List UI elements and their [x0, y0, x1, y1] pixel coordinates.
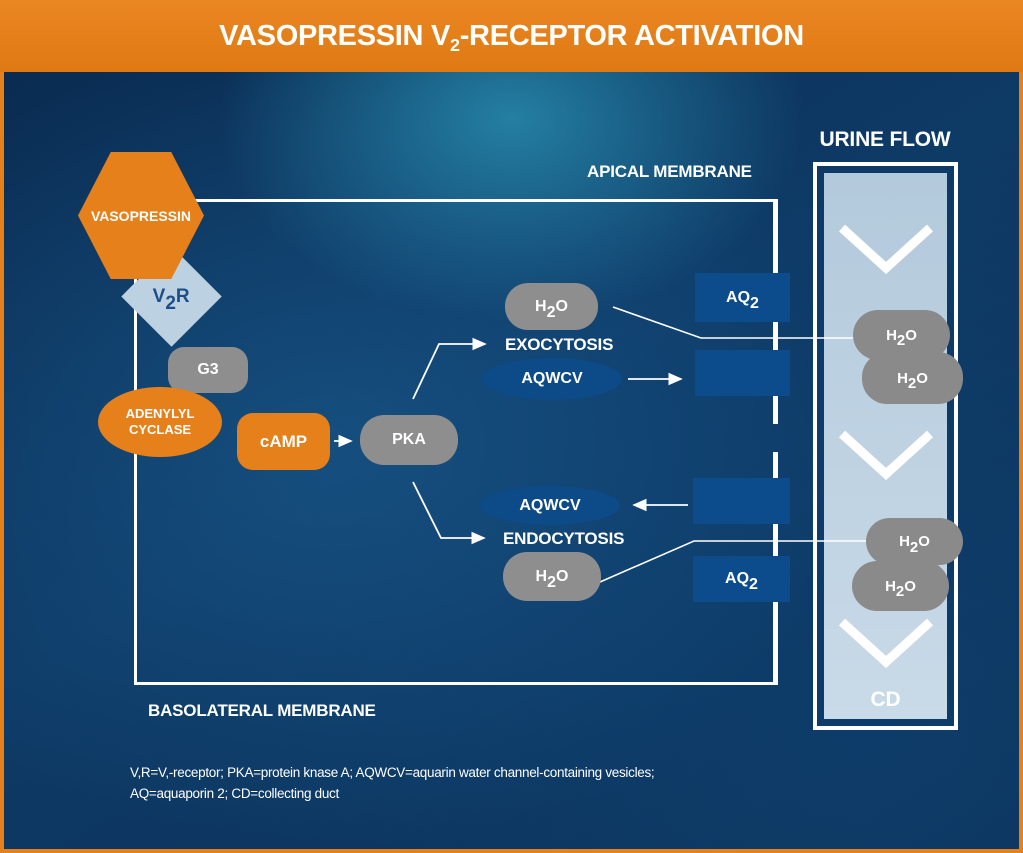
apical-membrane-segment: [773, 602, 778, 685]
aqwcv-endocytosis-ellipse: AQWCV: [480, 486, 620, 525]
pka-pill: PKA: [360, 415, 458, 465]
pka-label: PKA: [392, 431, 426, 448]
adenylyl-label-line2: CYCLASE: [128, 422, 192, 437]
down-chevron-icon: [838, 618, 934, 668]
aq2-label: AQ2: [725, 570, 758, 594]
h2o-label: H2O: [899, 533, 930, 556]
title-subscript: 2: [450, 35, 460, 56]
h2o-label: H2O: [535, 297, 568, 321]
h2o-blob: H2O: [852, 561, 949, 611]
vesicle-box-bottom: [693, 478, 790, 524]
connector-pka-to-endocytosis: [412, 481, 486, 545]
aq2-channel-bottom: AQ2: [693, 556, 790, 602]
page-title: VASOPRESSIN V2-RECEPTOR ACTIVATION: [219, 19, 804, 56]
apical-membrane-segment: [773, 322, 778, 351]
down-chevron-icon: [838, 224, 934, 274]
h2o-blob: H2O: [866, 518, 963, 565]
g3-pill: G3: [168, 347, 248, 393]
aqwcv-label: AQWCV: [521, 370, 583, 387]
connector-h2o-entry-path: [582, 540, 866, 590]
apical-membrane-segment: [773, 524, 778, 556]
header-bar: VASOPRESSIN V2-RECEPTOR ACTIVATION: [0, 0, 1023, 72]
collecting-duct-label: CD: [870, 688, 901, 711]
camp-label: cAMP: [259, 431, 308, 451]
aqwcv-label: AQWCV: [519, 496, 581, 514]
urine-duct-frame: [813, 162, 958, 730]
vesicle-box-top: [695, 350, 790, 396]
urine-flow-label: URINE FLOW: [819, 128, 951, 151]
apical-membrane-segment: [773, 452, 778, 478]
connector-pka-to-exocytosis: [412, 337, 487, 400]
h2o-pill-exocytosis: H2O: [505, 283, 598, 330]
footnote: V,R=V,-receptor; PKA=protein knase A; AQ…: [130, 762, 655, 804]
apical-membrane-label: APICAL MEMBRANE: [587, 162, 752, 181]
h2o-label: H2O: [885, 577, 916, 601]
aq2-label: AQ2: [726, 288, 759, 312]
connector-h2o-exit-path: [612, 306, 856, 339]
h2o-pill-endocytosis: H2O: [503, 552, 601, 601]
h2o-label: H2O: [897, 369, 928, 393]
vasopressin-label: VASOPRESSIN: [90, 207, 192, 224]
h2o-blob: H2O: [862, 352, 963, 404]
h2o-blob: H2O: [853, 310, 950, 360]
apical-membrane-segment: [773, 199, 778, 273]
aqwcv-exocytosis-ellipse: AQWCV: [482, 358, 622, 400]
adenylyl-cyclase-ellipse: ADENYLYL CYCLASE: [98, 387, 222, 457]
exocytosis-label: EXOCYTOSIS: [505, 335, 614, 354]
title-text-2: -RECEPTOR ACTIVATION: [459, 19, 804, 52]
title-text: VASOPRESSIN V: [219, 19, 450, 52]
down-chevron-icon: [838, 430, 934, 480]
basolateral-membrane-label: BASOLATERAL MEMBRANE: [148, 701, 376, 720]
h2o-label: H2O: [886, 326, 917, 350]
camp-pill: cAMP: [237, 413, 330, 470]
footnote-line1: V,R=V,-receptor; PKA=protein knase A; AQ…: [130, 765, 655, 780]
footnote-line2: AQ=aquaporin 2; CD=collecting duct: [130, 786, 339, 801]
aq2-channel-top: AQ2: [695, 273, 790, 322]
apical-membrane-segment: [773, 396, 778, 424]
v2r-label: V2R: [153, 285, 190, 314]
h2o-label: H2O: [535, 567, 569, 591]
adenylyl-label-line1: ADENYLYL: [125, 406, 195, 421]
g3-label: G3: [197, 361, 219, 378]
endocytosis-label: ENDOCYTOSIS: [503, 529, 625, 548]
